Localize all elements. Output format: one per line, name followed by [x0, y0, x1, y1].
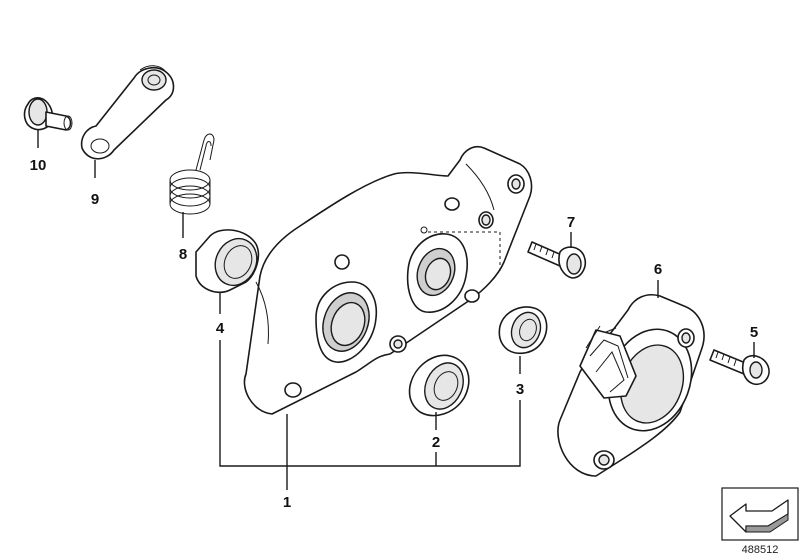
callout-6: 6 [654, 261, 662, 278]
part-10-pin [23, 97, 73, 131]
callout-8: 8 [179, 246, 187, 263]
callout-5: 5 [750, 324, 758, 341]
part-2-seal-ring [408, 354, 470, 417]
alignment-line [428, 231, 501, 274]
reference-arrow-box [721, 487, 799, 541]
callout-1: 1 [283, 494, 291, 511]
callout-4: 4 [216, 320, 225, 337]
callout-3: 3 [516, 381, 524, 398]
part-8-spring [169, 133, 215, 215]
callout-9: 9 [91, 191, 99, 208]
part-1-housing-plate [243, 145, 533, 415]
part-7-screw [527, 241, 587, 279]
part-4-bushing [195, 229, 260, 294]
part-9-lever [80, 65, 175, 160]
leader-4 [219, 292, 521, 467]
callout-10: 10 [30, 157, 47, 174]
part-3-seal-ring [498, 306, 548, 355]
callout-labels: 10 9 8 4 7 6 5 3 2 1 [30, 157, 759, 511]
part-5-bolt [709, 349, 770, 386]
part-6-cover [557, 294, 705, 477]
callout-2: 2 [432, 434, 440, 451]
document-number: 488512 [742, 544, 779, 556]
leader-lines [37, 130, 755, 490]
callout-7: 7 [567, 214, 575, 231]
